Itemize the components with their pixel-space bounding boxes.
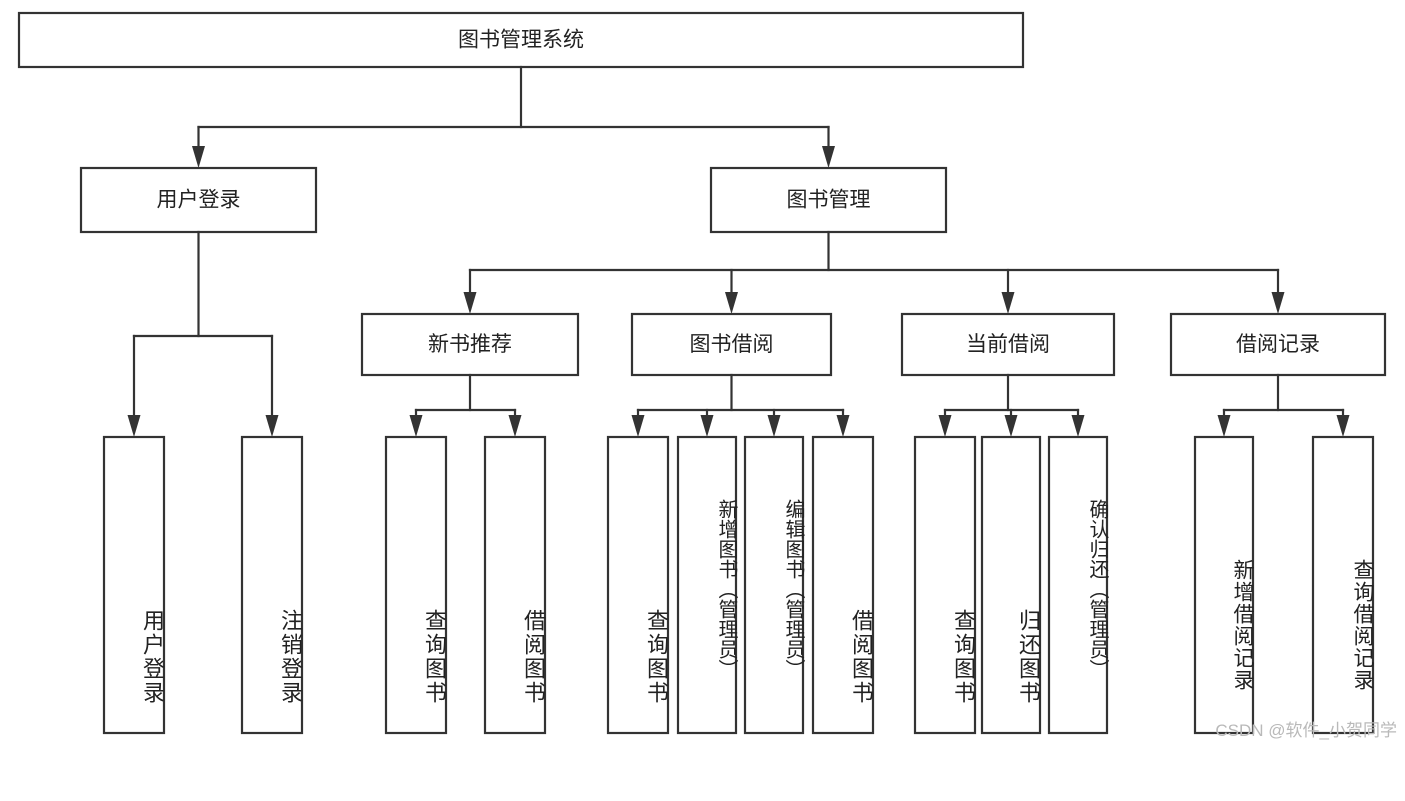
node-level3-label-2: 图书借阅 (690, 333, 774, 356)
arrow-head-icon (700, 415, 714, 437)
node-level3-2[interactable] (630, 312, 833, 377)
node-leaf-5[interactable] (606, 435, 670, 735)
node-level3-4[interactable] (1169, 312, 1387, 377)
node-root-label: 图书管理系统 (458, 29, 584, 52)
node-level3-label-3: 当前借阅 (966, 333, 1050, 356)
arrow-head-icon (127, 415, 141, 437)
arrow-head-icon (265, 415, 279, 437)
node-level3-1[interactable] (360, 312, 580, 377)
node-leaf-7[interactable] (743, 435, 805, 735)
node-level2-2[interactable] (709, 166, 948, 234)
node-leaf-6[interactable] (676, 435, 738, 735)
node-leaf-4[interactable] (483, 435, 547, 735)
arrow-head-icon (1001, 292, 1015, 314)
arrow-head-icon (767, 415, 781, 437)
arrow-head-icon (631, 415, 645, 437)
node-leaf-2[interactable] (240, 435, 304, 735)
diagram-canvas: 图书管理系统用户登录图书管理新书推荐图书借阅当前借阅借阅记录 用户登录注销登录查… (17, 11, 1397, 740)
arrow-head-icon (1004, 415, 1018, 437)
node-leaf-3[interactable] (384, 435, 448, 735)
arrow-head-icon (409, 415, 423, 437)
arrow-head-icon (192, 146, 205, 168)
node-root[interactable] (17, 11, 1025, 69)
arrow-head-icon (1271, 292, 1285, 314)
node-leaf-9[interactable] (913, 435, 977, 735)
arrow-head-icon (463, 292, 477, 314)
node-level2-label-2: 图书管理 (787, 189, 871, 212)
node-leaf-13[interactable] (1311, 435, 1375, 735)
arrow-head-icon (938, 415, 952, 437)
node-leaf-10[interactable] (980, 435, 1042, 735)
arrow-head-icon (725, 292, 738, 314)
arrow-head-icon (822, 146, 835, 168)
node-leaf-12[interactable] (1193, 435, 1255, 735)
arrow-head-icon (1217, 415, 1231, 437)
node-level3-label-1: 新书推荐 (428, 333, 512, 356)
watermark-text: CSDN @软件_小贺同学 (1215, 721, 1397, 740)
arrow-head-icon (508, 415, 522, 437)
node-level2-label-1: 用户登录 (157, 189, 241, 212)
node-leaf-11[interactable] (1047, 435, 1109, 735)
node-leaf-1[interactable] (102, 435, 166, 735)
arrow-head-icon (1336, 415, 1350, 437)
node-level3-label-4: 借阅记录 (1236, 333, 1320, 356)
node-leaf-8[interactable] (811, 435, 875, 735)
node-level3-3[interactable] (900, 312, 1116, 377)
arrow-head-icon (836, 415, 850, 437)
arrow-head-icon (1071, 415, 1085, 437)
